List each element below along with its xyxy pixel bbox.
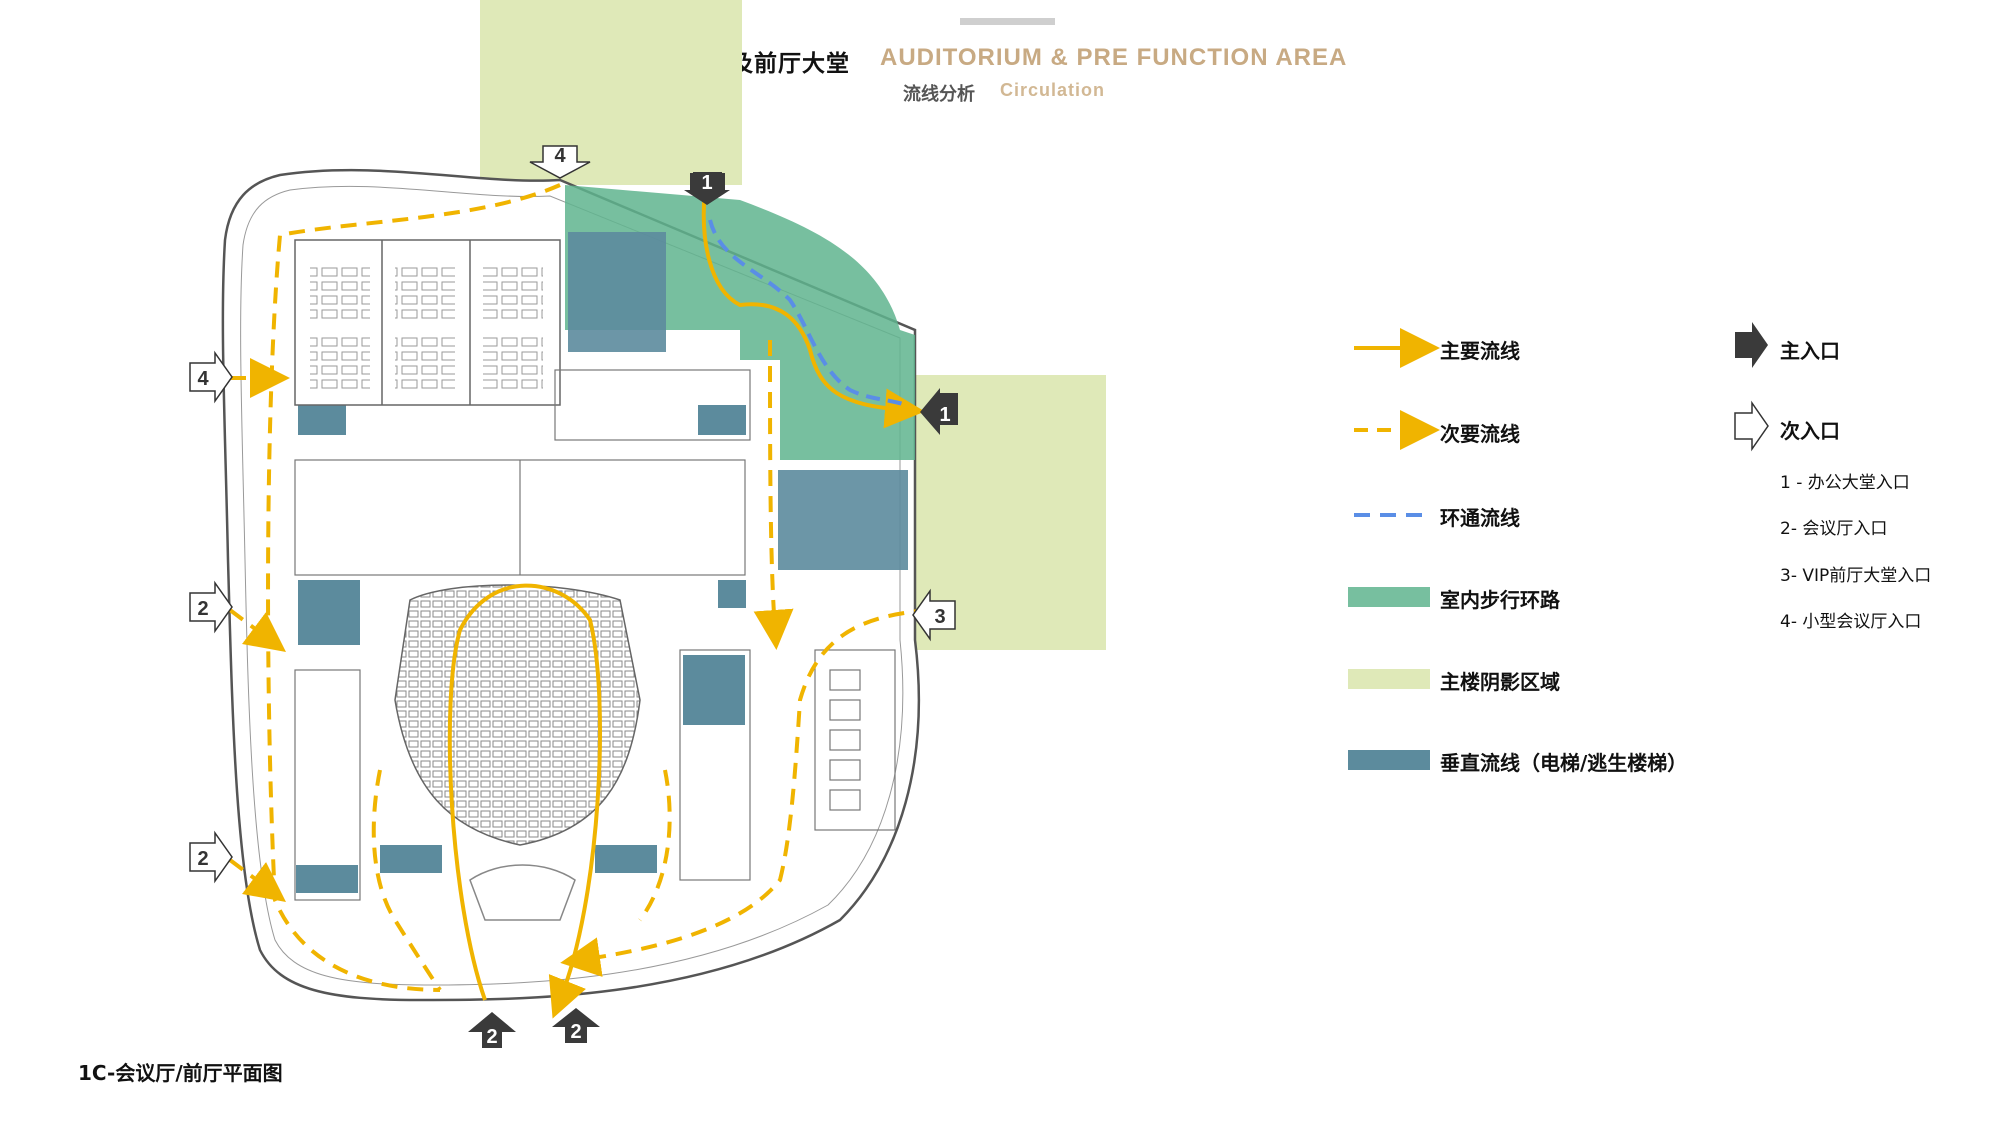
entrance-marker-2-west-a: 2: [189, 580, 233, 634]
vertical-core-a: [298, 405, 346, 435]
entrance-list-item-3: 3- VIP前厅大堂入口: [1780, 566, 1932, 586]
vertical-core-b: [698, 405, 746, 435]
legend-swatches: [1348, 322, 1769, 770]
plan-caption: 1C-会议厅/前厅平面图: [78, 1061, 283, 1085]
legend-vertical-swatch: [1348, 750, 1430, 770]
entrance-marker-2-south-a: 2: [468, 1012, 516, 1048]
vertical-core-f: [683, 655, 745, 725]
svg-text:2: 2: [486, 1026, 497, 1048]
vertical-core-h: [380, 845, 442, 873]
legend-walkway-label: 室内步行环路: [1440, 588, 1560, 612]
vertical-core-g: [296, 865, 358, 893]
entrance-marker-1-east: 1: [920, 388, 958, 435]
meeting-rooms-north: [294, 239, 561, 406]
legend-primary-flow-label: 主要流线: [1440, 339, 1520, 363]
entrance-list-item-2: 2- 会议厅入口: [1780, 519, 1888, 539]
vertical-core-ne: [568, 232, 666, 352]
svg-text:1: 1: [939, 404, 950, 426]
primary-flow-lines: [447, 189, 925, 1019]
entrance-marker-2-south-b: 2: [552, 1008, 600, 1043]
top-decor-bar: [960, 18, 1055, 25]
service-rooms: [294, 369, 896, 901]
svg-text:3: 3: [934, 606, 945, 628]
legend-main-entrance-icon: [1735, 322, 1768, 368]
entrance-marker-1-north: 1: [684, 172, 730, 205]
legend-walkway-swatch: [1348, 587, 1430, 607]
page-subtitle-en: Circulation: [1000, 80, 1106, 100]
vertical-core-i: [595, 845, 657, 873]
vertical-core-c: [298, 580, 360, 645]
page-title-en: AUDITORIUM & PRE FUNCTION AREA: [880, 44, 1348, 71]
loop-flow-line: [708, 219, 906, 407]
svg-text:2: 2: [197, 848, 208, 870]
secondary-flow-lines: [228, 183, 931, 992]
legend-secondary-flow-label: 次要流线: [1440, 422, 1520, 446]
svg-text:4: 4: [197, 368, 209, 390]
page-subtitle-cn: 流线分析: [903, 84, 975, 105]
legend-secondary-entrance-icon: [1734, 400, 1769, 452]
vertical-core-d: [718, 580, 746, 608]
svg-text:4: 4: [554, 145, 566, 167]
svg-text:2: 2: [197, 598, 208, 620]
entrance-marker-4-north: 4: [529, 145, 591, 179]
legend-loop-flow-label: 环通流线: [1440, 506, 1520, 530]
entrance-list-item-1: 1 - 办公大堂入口: [1780, 473, 1910, 493]
vertical-core-e: [778, 470, 908, 570]
legend-vertical-label: 垂直流线（电梯/逃生楼梯）: [1440, 751, 1688, 775]
auditorium-stage: [469, 864, 576, 921]
entrance-marker-3-east: 3: [912, 588, 956, 642]
svg-text:1: 1: [701, 172, 712, 194]
legend-secondary-entrance-label: 次入口: [1780, 419, 1840, 443]
legend-main-entrance-label: 主入口: [1780, 339, 1840, 363]
entrance-marker-2-west-b: 2: [189, 830, 233, 884]
svg-text:2: 2: [570, 1021, 581, 1043]
legend-shadow-swatch: [1348, 669, 1430, 689]
legend-shadow-label: 主楼阴影区域: [1440, 670, 1560, 694]
shadow-area-north: [480, 0, 742, 185]
entrance-list-item-4: 4- 小型会议厅入口: [1780, 612, 1922, 632]
entrance-marker-4-west: 4: [189, 350, 233, 404]
